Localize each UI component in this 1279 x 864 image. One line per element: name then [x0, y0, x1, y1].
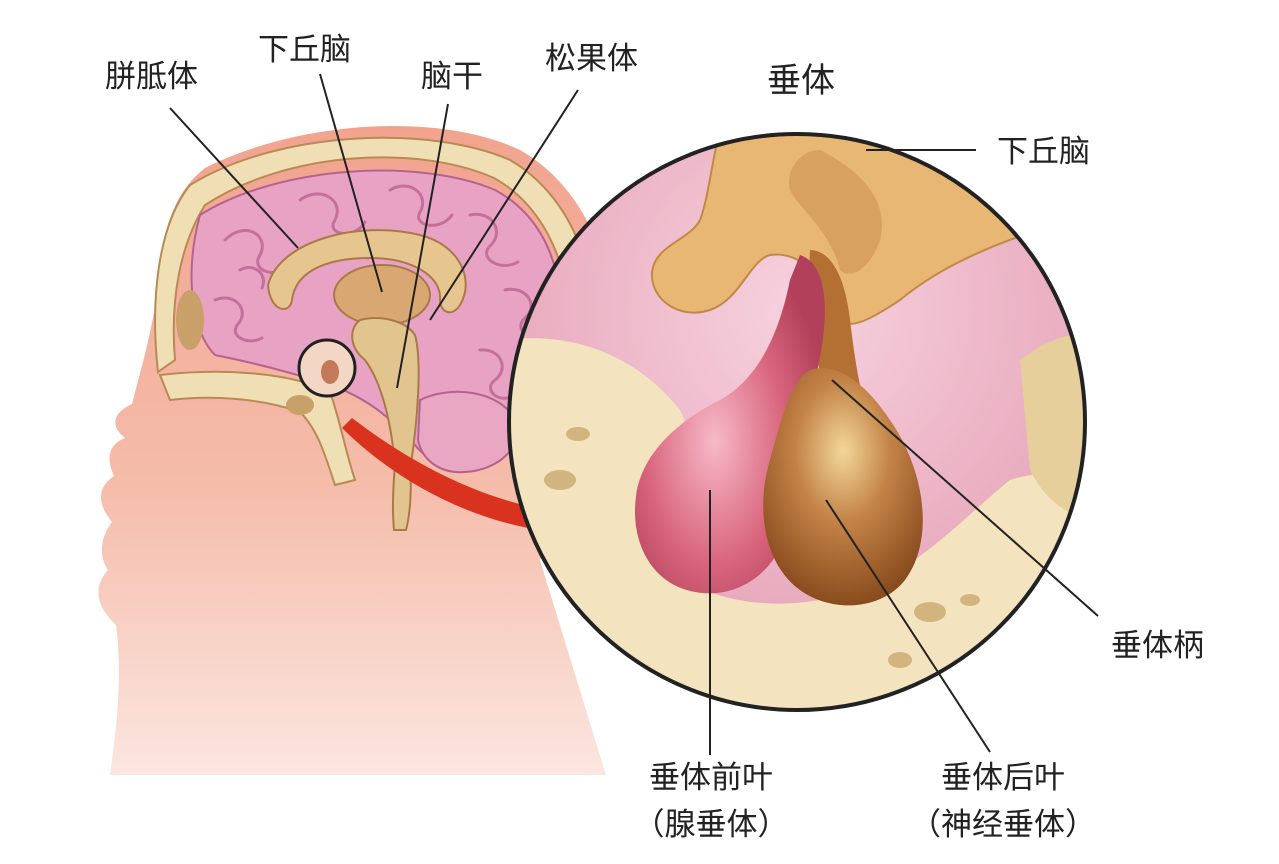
- thalamus: [333, 264, 431, 326]
- posterior-lobe: [763, 368, 923, 606]
- zoom-circle-border: [507, 132, 1087, 712]
- sinus-cavity-2: [286, 395, 314, 415]
- corpus-callosum: [266, 229, 467, 314]
- sinus-cavity: [176, 290, 204, 350]
- label-anterior-lobe-alt: （腺垂体）: [633, 807, 789, 843]
- leader-lines: [169, 73, 1099, 755]
- label-hypothalamus-left: 下丘脑: [258, 32, 351, 68]
- label-pituitary-stalk: 垂体柄: [1111, 628, 1204, 664]
- zoom-view: [509, 134, 1085, 710]
- label-brainstem: 脑干: [421, 59, 483, 95]
- label-anterior-lobe: 垂体前叶: [649, 760, 773, 796]
- label-hypothalamus-right: 下丘脑: [997, 134, 1090, 170]
- label-pituitary-title: 垂体: [767, 61, 835, 101]
- label-corpus-callosum: 胼胝体: [105, 59, 198, 95]
- label-pineal-body: 松果体: [545, 41, 638, 77]
- label-posterior-lobe: 垂体后叶: [941, 760, 1065, 796]
- pituitary-mini: [321, 360, 339, 384]
- label-posterior-lobe-alt: （神经垂体）: [910, 807, 1096, 843]
